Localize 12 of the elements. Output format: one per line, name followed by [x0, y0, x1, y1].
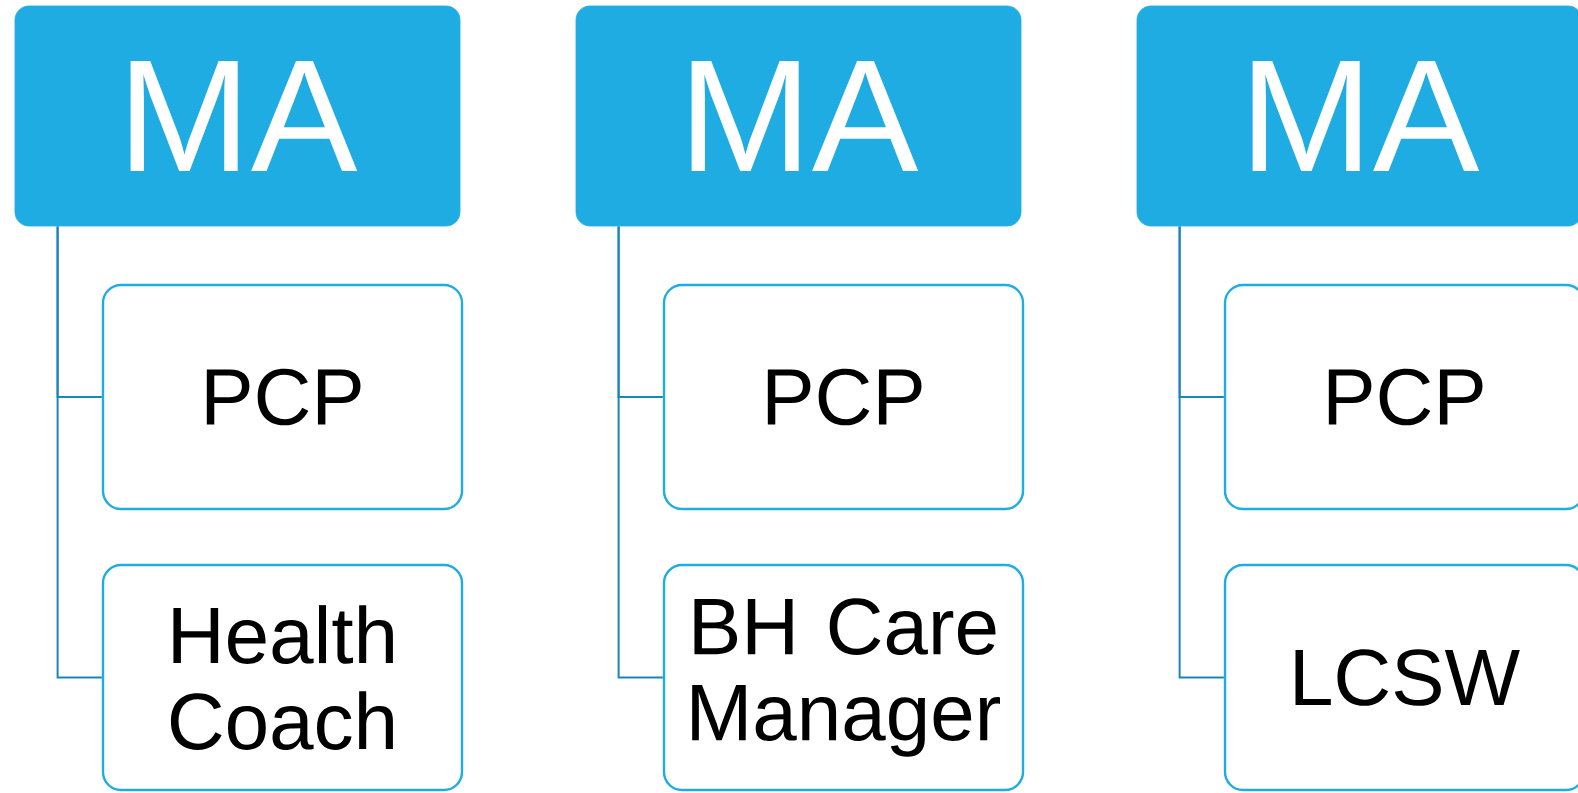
connector-line [56, 225, 103, 679]
header-box: MA [575, 5, 1022, 227]
role-box: PCP [1223, 283, 1578, 511]
connector-line [617, 225, 664, 679]
role-box: Health Coach [101, 563, 464, 792]
role-box: LCSW [1223, 563, 1578, 792]
header-box: MA [14, 5, 461, 227]
header-box: MA [1136, 5, 1578, 227]
role-box: PCP [662, 283, 1025, 511]
connector-line [1178, 225, 1225, 679]
role-box: PCP [101, 283, 464, 511]
role-box: BH Care Manager [662, 563, 1025, 792]
